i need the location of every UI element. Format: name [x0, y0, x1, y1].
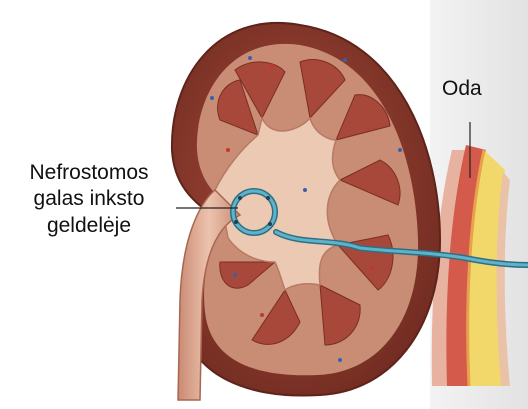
nephrostomy-label: Nefrostomos galas inksto geldelėje [0, 160, 178, 239]
nephrostomy-label-line-1: Nefrostomos [0, 160, 178, 186]
nephrostomy-label-line-3: geldelėje [0, 213, 178, 239]
nephrostomy-label-line-2: galas inksto [0, 186, 178, 212]
skin-label: Oda [442, 76, 482, 102]
